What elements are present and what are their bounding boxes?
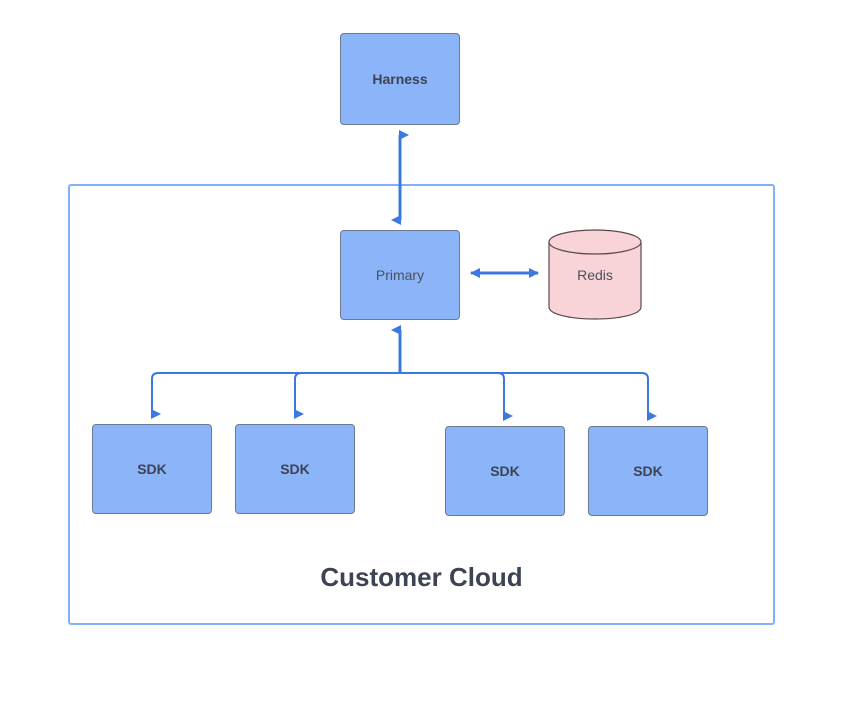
customer-cloud-container[interactable] xyxy=(68,184,775,625)
node-harness-label: Harness xyxy=(372,70,428,87)
node-sdk-2[interactable]: SDK xyxy=(235,424,355,514)
node-sdk-1[interactable]: SDK xyxy=(92,424,212,514)
node-sdk-4[interactable]: SDK xyxy=(588,426,708,516)
redis-cylinder-icon xyxy=(548,229,642,320)
node-primary[interactable]: Primary xyxy=(340,230,460,320)
customer-cloud-title: Customer Cloud xyxy=(320,562,523,592)
node-primary-label: Primary xyxy=(375,266,425,283)
node-sdk-3[interactable]: SDK xyxy=(445,426,565,516)
node-redis[interactable]: Redis xyxy=(548,229,642,320)
node-sdk-3-label: SDK xyxy=(490,462,520,479)
node-sdk-1-label: SDK xyxy=(137,460,167,477)
node-sdk-4-label: SDK xyxy=(633,462,663,479)
node-sdk-2-label: SDK xyxy=(280,460,310,477)
node-harness[interactable]: Harness xyxy=(340,33,460,125)
